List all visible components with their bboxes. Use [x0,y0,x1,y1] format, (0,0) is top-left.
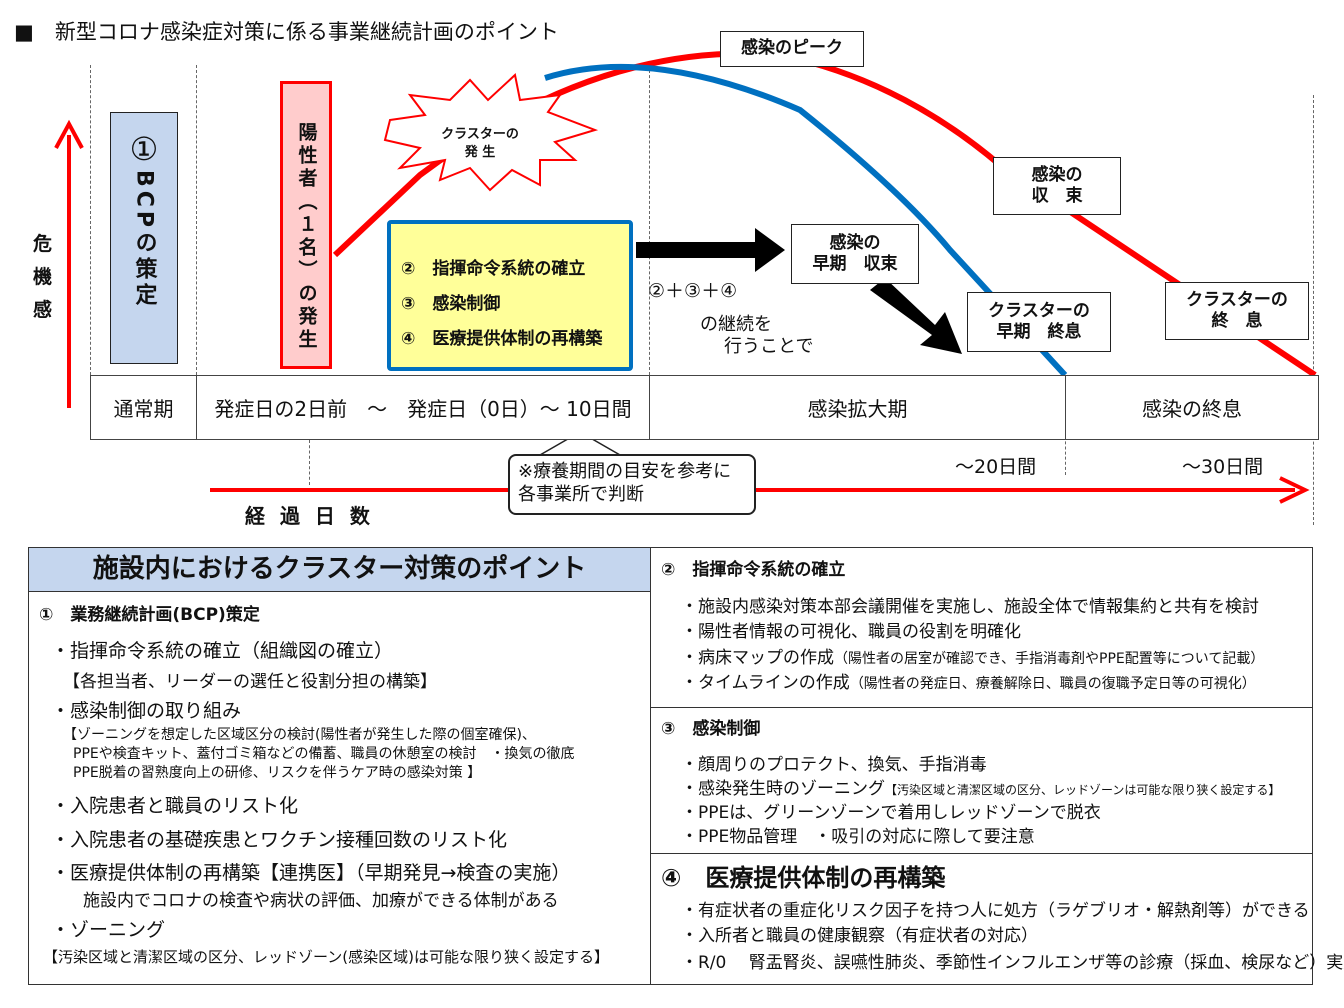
section-header: 施設内におけるクラスター対策のポイント [29,548,650,592]
positive-case-box: 陽性者（１名）の発生 [280,81,332,369]
cluster-starburst [383,73,599,192]
bcp-line: ・ゾーニング [51,919,166,941]
control-line: ・顔周りのプロテクト、換気、手指消毒 [681,755,987,775]
bcp-line: ・指揮命令系統の確立（組織図の確立） [51,640,394,662]
control-line: ・PPEは、グリーンゾーンで着用しレッドゾーンで脱衣 [681,803,1101,823]
risk-label: 危機感 [33,233,53,321]
control-line: ・PPE物品管理 ・吸引の対応に際して要注意 [681,827,1035,847]
bcp-line: 【各担当者、リーダーの選任と役割分担の構築】 [63,672,437,692]
arrow-right-icon [636,228,785,272]
phase-normal: 通常期 [90,375,197,440]
bcp-line: ・入院患者と職員のリスト化 [51,795,299,817]
cluster-early-label: クラスターの早期 終息 [967,292,1111,352]
medical-line: ・R/0 腎盂腎炎、誤嚥性肺炎、季節性インフルエンザ等の診療（採血、検尿など）実… [681,953,1344,973]
bcp-box: ① BCPの策定 [110,112,178,364]
arrow-down-right-icon [870,278,962,354]
medical-title: ④ 医療提供体制の再構築 [661,864,946,892]
bcp-line: ・入院患者の基礎疾患とワクチン接種回数のリスト化 [51,829,508,851]
continue-note-3: 行うことで [724,336,814,357]
bcp-line: PPE脱着の習熟度向上の研修、リスクを伴うケア時の感染対策 】 [73,765,482,781]
medical-line: ・有症状者の重症化リスク因子を持つ人に処方（ラゲブリオ・解熱剤等）ができる [681,901,1310,921]
bcp-line: ・感染制御の取り組み [51,700,242,722]
phase-spread: 感染拡大期 [649,375,1066,440]
peak-label: 感染のピーク [720,31,864,67]
duration-30: ～30日間 [1182,456,1264,478]
callout-note: ※療養期間の目安を参考に各事業所で判断 [508,454,756,515]
command-section: ② 指揮命令系統の確立 ・施設内感染対策本部会議開催を実施し、施設全体で情報集約… [650,547,1313,708]
bcp-title: ① 業務継続計画(BCP)策定 [39,605,260,625]
bcp-line: 施設内でコロナの検査や病状の評価、加療ができる体制がある [83,891,559,911]
control-line: ・感染発生時のゾーニング [681,779,885,799]
bcp-line: 【汚染区域と清潔区域の区分、レッドゾーン(感染区域)は可能な限り狭く設定する】 [43,948,609,966]
command-line-note: （陽性者の発症日、療養解除日、職員の復職予定日等の可視化） [849,676,1256,692]
time-label: 経 過 日 数 [245,504,374,528]
bcp-section: 施設内におけるクラスター対策のポイント ① 業務継続計画(BCP)策定 ・指揮命… [28,547,651,985]
continue-note: ②＋③＋④ [648,280,738,302]
infection-curve-blue [544,63,1068,378]
continue-note-2: の継続を [700,314,772,335]
control-line-note: 【汚染区域と清潔区域の区分、レッドゾーンは可能な限り狭く設定する】 [885,783,1281,797]
early-end-label: 感染の早期 収束 [791,224,919,284]
infection-control-title: ③ 感染制御 [661,719,761,739]
command-line: ・陽性者情報の可視化、職員の役割を明確化 [681,622,1021,642]
infection-control-section: ③ 感染制御 ・顔周りのプロテクト、換気、手指消毒 ・感染発生時のゾーニング【汚… [650,707,1313,854]
bcp-line: PPEや検査キット、蓋付ゴミ箱などの備蓄、職員の休憩室の検討 ・換気の徹底 [73,746,575,762]
medical-line: ・入所者と職員の健康観察（有症状者の対応） [681,926,1038,946]
end-label: 感染の収 束 [993,157,1121,215]
command-line: ・病床マップの作成 [681,648,834,668]
bcp-line: 【ゾーニングを想定した区域区分の検討(陽性者が発生した際の個室確保)、 [63,727,536,743]
cluster-end-label: クラスターの終 息 [1165,282,1309,340]
command-title: ② 指揮命令系統の確立 [661,560,846,580]
medical-section: ④ 医療提供体制の再構築 ・有症状者の重症化リスク因子を持つ人に処方（ラゲブリオ… [650,853,1344,985]
phase-end: 感染の終息 [1065,375,1319,440]
duration-20: ～20日間 [955,456,1037,478]
phase-onset: 発症日の2日前 ～ 発症日（0日）～ 10日間 [196,375,650,440]
page-title: ■ 新型コロナ感染症対策に係る事業継続計画のポイント [14,20,559,44]
command-line: ・タイムラインの作成 [681,673,850,693]
command-line: ・施設内感染対策本部会議開催を実施し、施設全体で情報集約と共有を検討 [681,597,1259,617]
bcp-line: ・医療提供体制の再構築【連携医】（早期発見→検査の実施） [51,862,571,884]
command-line-note: （陽性者の居室が確認でき、手指消毒剤やPPE配置等について記載） [834,651,1265,667]
cluster-label: クラスターの発 生 [441,127,519,160]
